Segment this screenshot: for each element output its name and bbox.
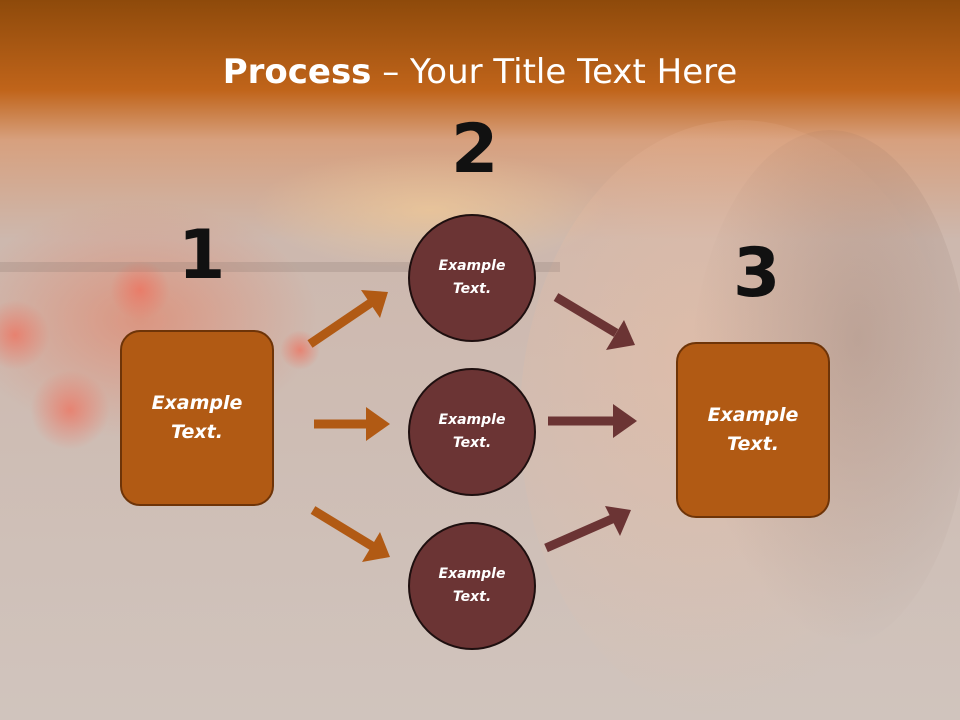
step-number-3: 3 [733, 234, 781, 313]
circle-bottom-line2: Text. [452, 589, 492, 605]
left-box-line1: Example [151, 392, 243, 414]
background-line [0, 262, 560, 272]
arrow-up-right-icon [544, 506, 631, 553]
circle-top-line1: Example [438, 258, 506, 274]
slide-title-bold: Process [222, 52, 372, 92]
background-bokeh-dot [110, 260, 170, 320]
slide-title: Process – Your Title Text Here [0, 52, 960, 92]
circle-bottom-line1: Example [438, 566, 506, 582]
circle-middle-line1: Example [438, 412, 506, 428]
arrow-up-right-icon [307, 290, 388, 348]
circle-top-line2: Text. [452, 281, 492, 297]
step-number-2: 2 [451, 110, 499, 189]
arrow-down-right-icon [310, 506, 390, 562]
circle-middle-line2: Text. [452, 435, 492, 451]
slide-title-rest: – Your Title Text Here [371, 52, 738, 92]
step-number-1: 1 [178, 216, 226, 295]
background-bokeh-dot [30, 370, 110, 450]
right-box-line2: Text. [727, 433, 779, 455]
arrow-right-icon [314, 407, 390, 441]
left-box-line2: Text. [171, 421, 223, 443]
arrow-down-right-icon [553, 293, 635, 350]
arrow-right-icon [548, 404, 637, 438]
right-box-line1: Example [707, 404, 799, 426]
